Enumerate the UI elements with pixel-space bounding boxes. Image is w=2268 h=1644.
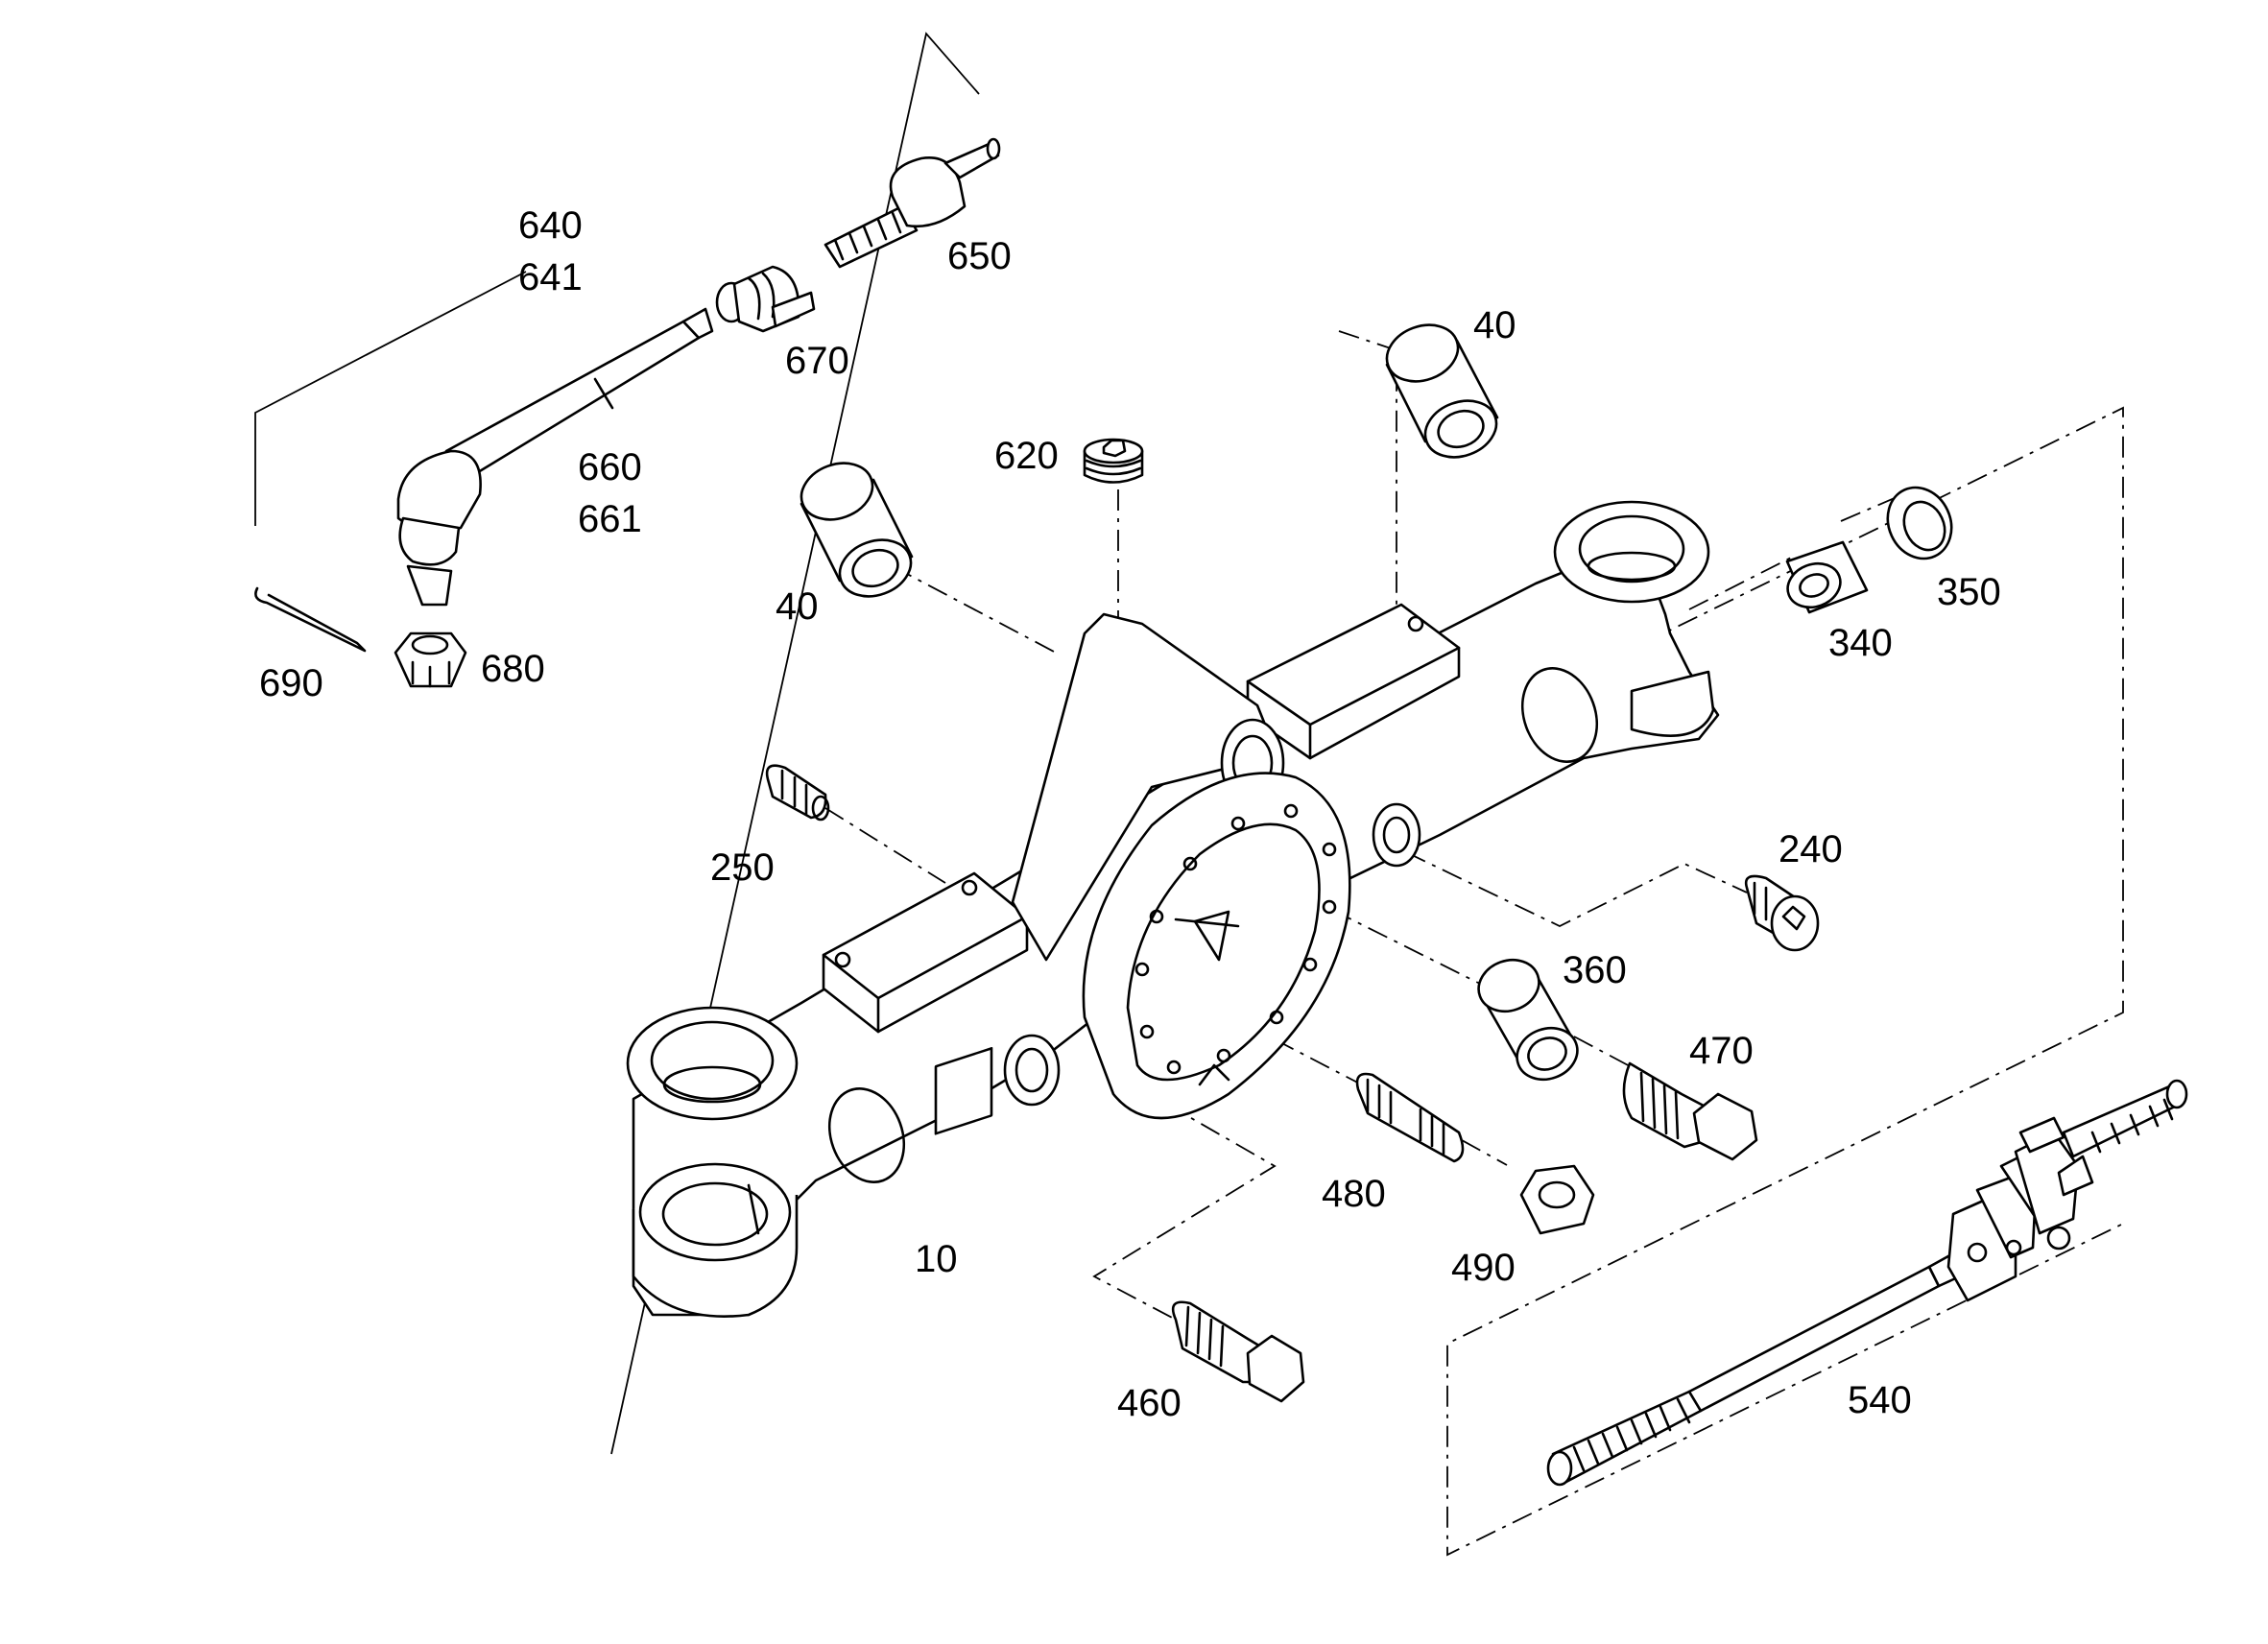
hex-bolt-460 <box>1171 1300 1305 1403</box>
ball-joint-650 <box>824 137 1001 269</box>
seal-ring-350 <box>1886 486 1953 560</box>
callout-460: 460 <box>1117 1382 1182 1424</box>
callout-470: 470 <box>1689 1030 1754 1072</box>
breather-250 <box>765 764 830 822</box>
bushing-40-upper <box>1385 323 1499 459</box>
stud-480 <box>1355 1072 1465 1163</box>
hex-nut-490 <box>1519 1164 1595 1235</box>
callout-40-left: 40 <box>776 585 819 628</box>
leader-lines <box>254 32 2124 1557</box>
callout-350: 350 <box>1937 571 2001 613</box>
callout-670: 670 <box>785 340 849 382</box>
split-pin-690 <box>254 586 367 653</box>
callout-650: 650 <box>947 235 1012 277</box>
callout-661: 661 <box>578 498 642 540</box>
callout-240: 240 <box>1779 828 1843 870</box>
hex-bolt-470 <box>1622 1061 1758 1161</box>
grease-nipple-620 <box>1083 438 1144 484</box>
axle-housing <box>626 500 1720 1318</box>
callout-640: 640 <box>518 204 583 247</box>
callout-480: 480 <box>1322 1173 1386 1215</box>
callout-40-upper: 40 <box>1473 304 1516 346</box>
bushing-340 <box>1785 540 1869 614</box>
callout-660: 660 <box>578 446 642 488</box>
callout-340: 340 <box>1828 622 1893 664</box>
callout-620: 620 <box>994 435 1059 477</box>
bushing-40-left <box>800 462 914 598</box>
callout-641: 641 <box>518 256 583 298</box>
callouts: 640 641 650 670 660 661 690 680 620 40 4… <box>259 204 2001 1424</box>
screw-plug-240 <box>1744 874 1820 952</box>
callout-490: 490 <box>1451 1247 1516 1289</box>
bushing-360 <box>1477 958 1579 1082</box>
callout-680: 680 <box>481 648 545 690</box>
callout-360: 360 <box>1563 949 1627 991</box>
callout-10: 10 <box>915 1238 958 1280</box>
castle-nut-680 <box>394 631 467 688</box>
callout-540: 540 <box>1848 1379 1912 1421</box>
clamp-670 <box>715 265 816 333</box>
universal-shaft-540 <box>1546 1079 2188 1487</box>
callout-250: 250 <box>710 846 775 889</box>
callout-690: 690 <box>259 662 323 704</box>
tie-rod-660 <box>396 307 714 607</box>
